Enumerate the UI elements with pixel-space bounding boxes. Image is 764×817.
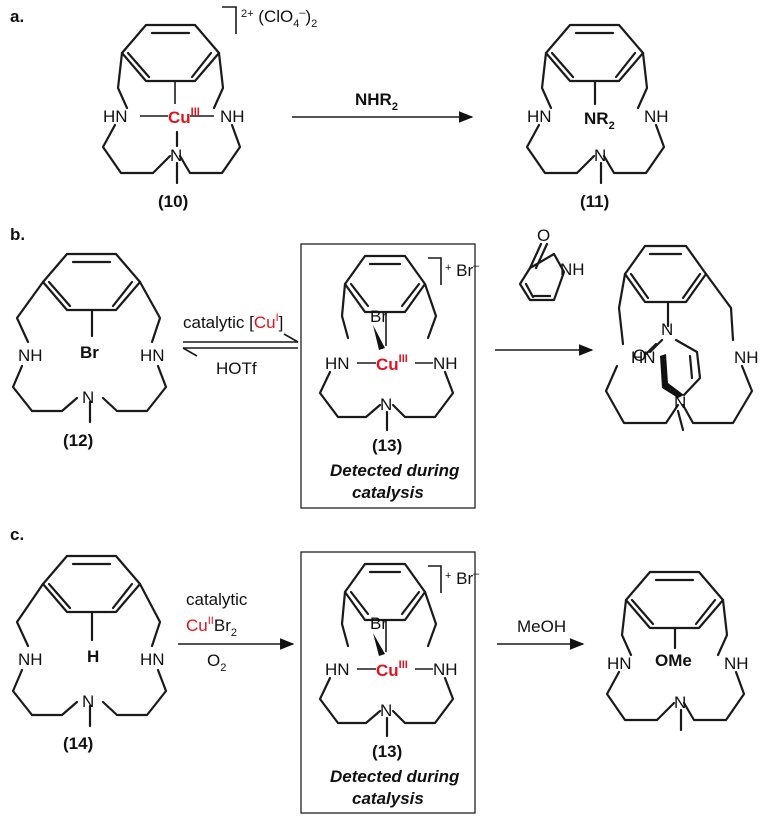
product-carbonyl-oxygen: O xyxy=(633,346,646,365)
atom-hn: HN xyxy=(325,660,350,679)
atom-nh: NH xyxy=(433,354,458,373)
copper-center: CuIII xyxy=(376,353,408,374)
atom-nh: NH xyxy=(433,660,458,679)
compound-11-structure xyxy=(525,23,666,185)
atom-n: N xyxy=(82,388,94,407)
compound-label-13: (13) xyxy=(372,436,402,455)
bromo-substituent: Br xyxy=(80,343,99,362)
atom-nh: NH xyxy=(734,348,759,367)
compound-10-structure xyxy=(101,6,242,185)
pyridone-reagent xyxy=(518,242,566,302)
catalyst-cu-ii: CuIIBr2 xyxy=(186,615,237,639)
forward-arrow-head xyxy=(283,333,299,343)
compound-label-12: (12) xyxy=(63,431,93,450)
pyridone-oxygen: O xyxy=(537,226,550,245)
box-caption-line-2: catalysis xyxy=(352,789,424,808)
atom-n: N xyxy=(674,393,686,412)
catalyst-cu-i: catalytic [CuI] xyxy=(183,312,283,332)
atom-n: N xyxy=(594,146,606,165)
atom-hn: HN xyxy=(140,650,165,669)
copper-center: CuIII xyxy=(168,106,200,127)
hydrogen-substituent: H xyxy=(87,647,99,666)
charge-label: 2+ (ClO4–)2 xyxy=(241,7,317,30)
atom-n: N xyxy=(380,395,392,414)
compound-label-14: (14) xyxy=(63,734,93,753)
atom-nh: NH xyxy=(724,654,749,673)
atom-hn: HN xyxy=(325,354,350,373)
atom-nh: NH xyxy=(220,107,245,126)
copper-center: CuIII xyxy=(376,659,408,680)
amine-group: NR2 xyxy=(584,109,615,132)
panel-a: a. HN NH N CuIII 2+ (ClO4–)2 (10) NHR2 xyxy=(10,6,669,211)
atom-nh: NH xyxy=(18,650,43,669)
atom-hn: HN xyxy=(631,348,656,367)
compound-14-structure xyxy=(11,554,168,728)
box-caption-line-1: Detected during xyxy=(330,461,460,480)
box-caption-line-2: catalysis xyxy=(352,483,424,502)
atom-hn: HN xyxy=(140,346,165,365)
methoxy-product-structure xyxy=(605,570,746,732)
charge-label: + Br– xyxy=(445,260,480,280)
pyridone-product-structure xyxy=(604,244,754,432)
panel-b-label: b. xyxy=(10,225,25,244)
panel-b: b. NH HN N Br (12) catalytic [CuI] HOTf xyxy=(10,225,759,509)
compound-13-structure xyxy=(318,254,455,432)
compound-label-13: (13) xyxy=(372,742,402,761)
compound-label-10: (10) xyxy=(158,192,188,211)
reagent-meoh: MeOH xyxy=(517,617,566,636)
panel-a-label: a. xyxy=(10,7,24,26)
atom-n: N xyxy=(674,693,686,712)
catalytic-label: catalytic xyxy=(186,590,248,609)
compound-13-structure xyxy=(318,562,455,738)
reagent-nhr2: NHR2 xyxy=(355,90,398,113)
atom-n: N xyxy=(380,701,392,720)
atom-hn: HN xyxy=(607,654,632,673)
atom-hn: HN xyxy=(527,107,552,126)
reagent-hotf: HOTf xyxy=(216,359,257,378)
panel-c: c. NH HN N H (14) catalytic CuIIBr2 O2 xyxy=(10,525,749,814)
atom-hn: HN xyxy=(103,107,128,126)
detected-intermediate-box xyxy=(300,243,476,509)
atom-n: N xyxy=(170,146,182,165)
oxidant-o2: O2 xyxy=(207,651,226,674)
product-pyridone-n: N xyxy=(661,320,673,339)
box-caption-line-1: Detected during xyxy=(330,767,460,786)
atom-nh: NH xyxy=(644,107,669,126)
compound-12-structure xyxy=(11,252,168,424)
pyridone-nh: NH xyxy=(560,260,585,279)
methoxy-group: OMe xyxy=(655,651,692,670)
charge-label: + Br– xyxy=(445,568,480,588)
panel-c-label: c. xyxy=(10,525,24,544)
reverse-arrow-head xyxy=(182,347,198,357)
atom-nh: NH xyxy=(18,346,43,365)
detected-intermediate-box xyxy=(300,551,476,814)
atom-n: N xyxy=(82,692,94,711)
compound-label-11: (11) xyxy=(580,192,609,211)
bromide-ligand: Br xyxy=(370,614,387,633)
bromide-ligand: Br xyxy=(370,307,387,326)
